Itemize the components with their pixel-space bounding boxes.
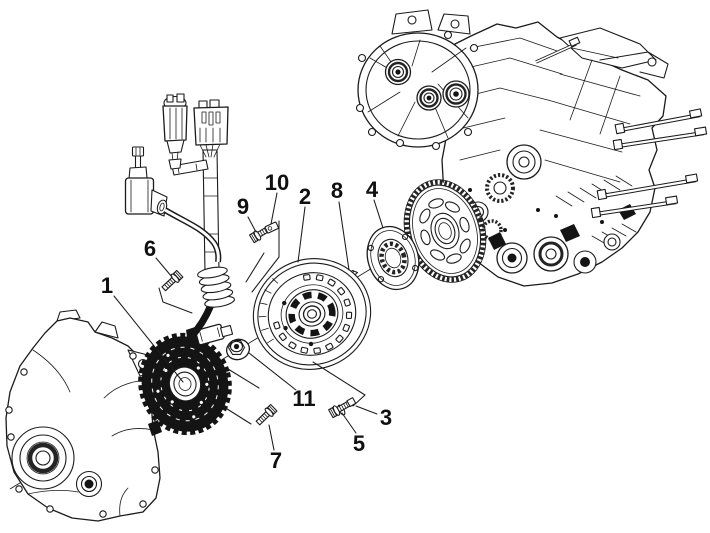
cover-bolt-holes [5, 352, 159, 518]
stator-assembly [138, 303, 234, 436]
screw-6 [159, 269, 184, 294]
pointer-brackets [158, 220, 366, 425]
leader-line-10 [270, 192, 278, 225]
connector-2way [162, 93, 209, 176]
callout-9: 9 [237, 194, 249, 219]
leader-line-2 [297, 206, 306, 263]
callout-7: 7 [270, 448, 282, 473]
leader-line-11 [248, 352, 297, 391]
engine-crankcase [355, 9, 708, 287]
callout-10: 10 [265, 170, 289, 195]
callout-8: 8 [331, 178, 343, 203]
callout-3: 3 [380, 405, 392, 430]
callout-5: 5 [353, 431, 365, 456]
callout-11: 11 [292, 386, 315, 411]
connector-4way [193, 99, 229, 158]
rim-hatching [258, 278, 279, 344]
pointer-line-1 [312, 361, 366, 407]
spiral-wrap [197, 266, 235, 308]
cylinder-studs [535, 36, 708, 219]
leader-line-4 [373, 199, 384, 229]
leader-line-7 [268, 424, 275, 451]
callout-6: 6 [144, 236, 156, 261]
coil-highlights [156, 353, 209, 419]
gearbox-cover-flange [355, 9, 479, 151]
flywheel-vent-slots [273, 274, 353, 354]
leader-line-5 [341, 412, 357, 434]
callout-1: 1 [101, 273, 113, 298]
leader-line-1 [113, 295, 184, 383]
leader-line-6 [155, 257, 173, 278]
pointer-line-2 [227, 368, 260, 389]
spark-plug-cap [124, 146, 222, 263]
flange-nut [225, 338, 251, 361]
pointer-line-4 [158, 287, 193, 314]
wiring-harness [162, 93, 235, 308]
starter-freewheel [366, 225, 420, 291]
pointer-line-5 [251, 220, 280, 293]
flywheel-rotor [252, 258, 372, 370]
gear-lightening-holes [419, 198, 471, 264]
callout-2: 2 [299, 184, 311, 209]
callout-4: 4 [366, 177, 379, 202]
screw-3-nut [346, 397, 357, 408]
pointer-line-3 [223, 406, 252, 425]
pointer-line-6 [245, 252, 265, 283]
leader-line-9 [247, 216, 257, 233]
leader-line-8 [338, 201, 350, 271]
screw-7 [253, 403, 278, 428]
callout-layer: 1 2 3 4 5 6 7 8 9 10 11 [101, 170, 392, 473]
retainer-plate-10 [264, 221, 279, 234]
leader-line-3 [355, 405, 378, 415]
pickup-sensor [195, 323, 234, 346]
flywheel-cover [5, 309, 161, 522]
